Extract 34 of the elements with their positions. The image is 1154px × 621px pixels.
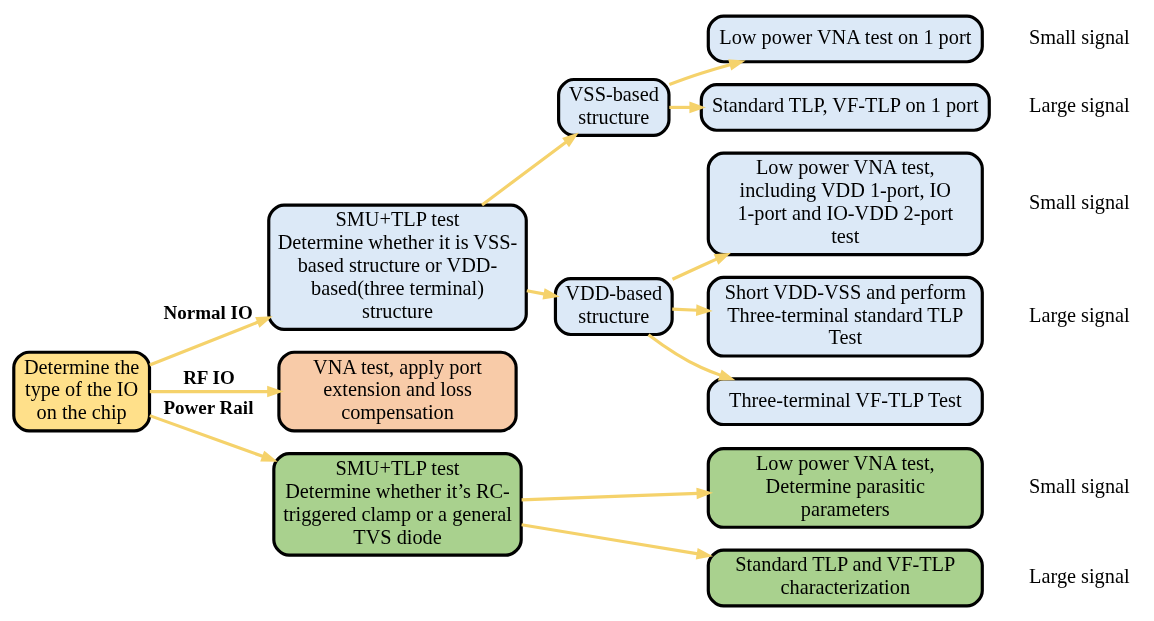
arrow: [481, 132, 579, 206]
arrow: [669, 101, 706, 113]
node-box: Low power VNA test, Determine parasitic parameters: [706, 446, 984, 529]
arrow: [671, 252, 732, 281]
node-box: VSS-based structure: [557, 77, 671, 137]
arrow: [526, 287, 560, 300]
edge-label: RF IO: [183, 366, 235, 388]
node-box: SMU+TLP test Determine whether it is VSS-based structure or VDD-based(three terminal) structure: [267, 203, 528, 331]
node-box: VNA test, apply port extension and loss compensation: [277, 350, 518, 432]
arrow: [521, 522, 713, 559]
arrow: [672, 303, 713, 316]
node-label: Small signal: [1028, 474, 1130, 497]
node-box: Three-terminal VF-TLP Test: [706, 376, 984, 426]
arrow: [668, 58, 746, 86]
node-box: SMU+TLP test Determine whether it’s RC-triggered clamp or a general TVS diode: [272, 451, 523, 557]
node-box: Determine the type of the IO on the chip: [12, 350, 152, 432]
node-box: Standard TLP and VF-TLP characterization: [706, 548, 984, 607]
node-box: Low power VNA test, including VDD 1-port, IO 1-port and IO-VDD 2-port test: [706, 151, 984, 256]
arrow: [647, 332, 736, 380]
node-label: Small signal: [1028, 190, 1130, 213]
node-box: Low power VNA test on 1 port: [706, 14, 984, 63]
node-box: Short VDD-VSS and perform Three-terminal standard TLP Test: [706, 275, 984, 358]
edge-label: Normal IO: [163, 301, 253, 323]
arrow: [149, 413, 278, 462]
arrow: [521, 487, 714, 501]
node-label: Large signal: [1029, 564, 1130, 587]
node-box: VDD-based structure: [553, 276, 674, 336]
arrow: [149, 385, 284, 397]
edge-label: Power Rail: [163, 396, 254, 418]
node-label: Large signal: [1029, 93, 1130, 116]
node-label: Large signal: [1029, 303, 1130, 326]
node-box: Standard TLP, VF-TLP on 1 port: [699, 82, 991, 132]
node-label: Small signal: [1028, 25, 1130, 48]
arrow: [149, 315, 273, 366]
